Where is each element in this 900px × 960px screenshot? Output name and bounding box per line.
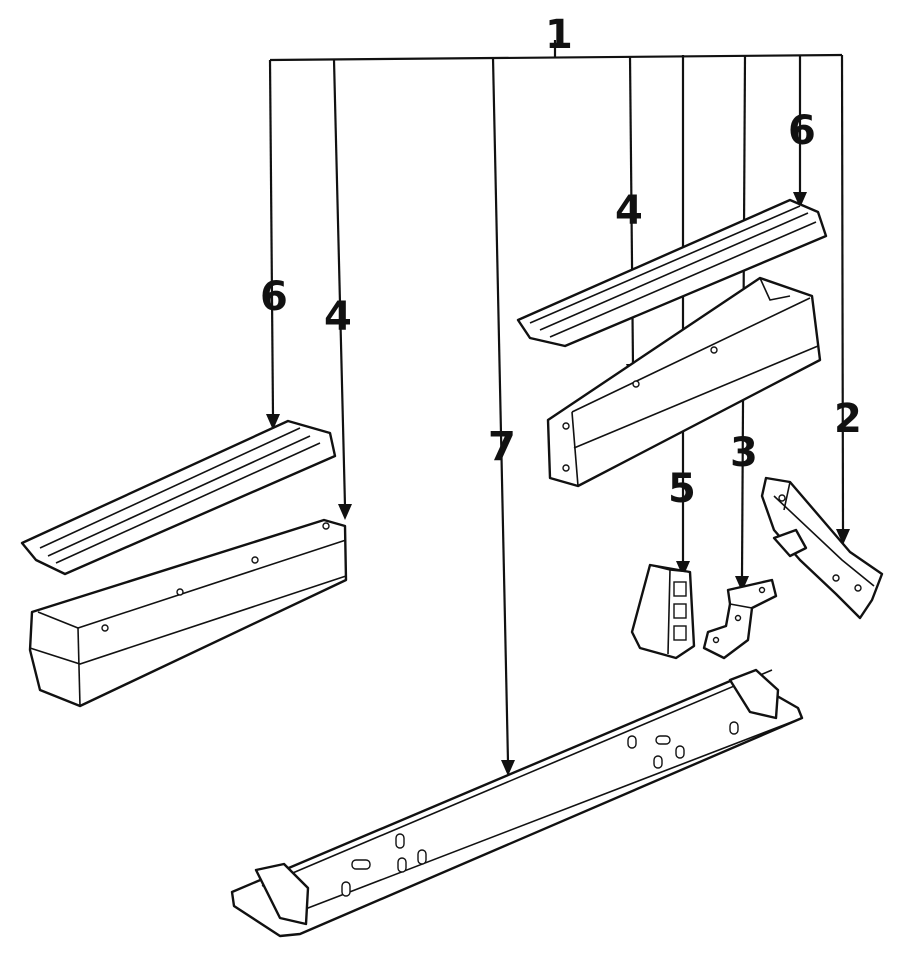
callout-6-right: 6 [788,108,816,154]
frame-rail [230,668,804,938]
leader-lines [266,40,850,776]
callout-7: 7 [488,424,516,470]
callout-2: 2 [834,396,862,442]
right-step-bar [546,276,822,488]
left-step-pad [20,419,337,576]
callout-5: 5 [668,466,696,512]
callout-6-left: 6 [260,274,288,320]
left-step-bar [28,518,348,708]
bracket-2 [760,476,884,620]
right-step-pad [516,198,828,348]
callout-1: 1 [545,12,573,58]
callout-4-right: 4 [615,188,643,234]
bracket-3 [702,578,778,660]
callout-4-left: 4 [324,294,352,340]
callout-3: 3 [730,430,758,476]
bracket-5 [630,563,696,660]
